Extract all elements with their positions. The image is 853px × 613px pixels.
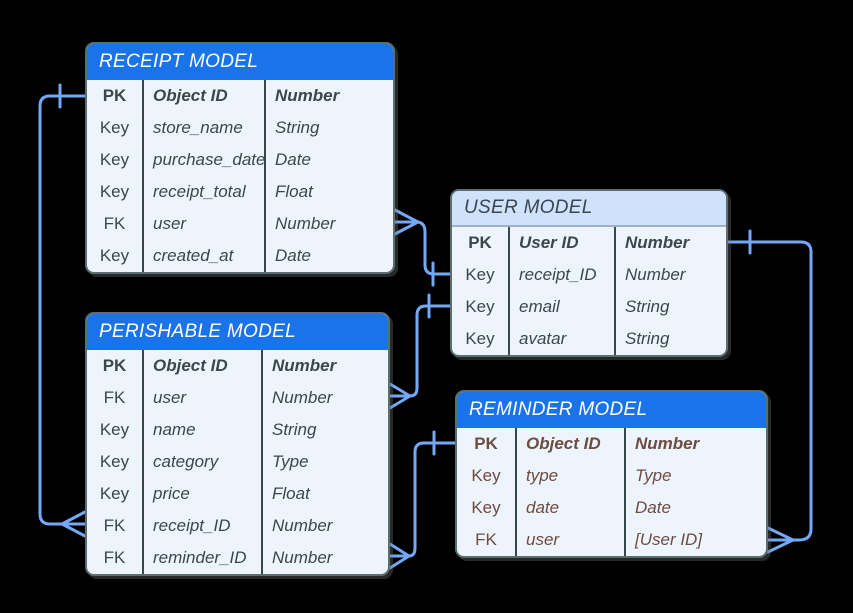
entity-user-model[interactable]: USER MODEL PK User ID Number Key receipt… xyxy=(450,189,728,357)
row-key: PK xyxy=(474,434,498,453)
row-type: Float xyxy=(272,484,310,503)
entity-rows: PK Object ID Number Key store_name Strin… xyxy=(87,80,393,272)
row-key: Key xyxy=(99,118,130,137)
row-type: Type xyxy=(272,452,309,471)
edge-line xyxy=(38,94,87,526)
row-field: email xyxy=(508,291,616,323)
row-field: purchase_date xyxy=(142,144,266,176)
row-key: PK xyxy=(468,233,492,252)
row-field: date xyxy=(515,492,626,524)
edge-line xyxy=(416,220,452,276)
row-field: user xyxy=(142,382,263,414)
row-key: Key xyxy=(465,329,495,348)
crow-foot-many-marker xyxy=(766,526,795,554)
row-key: Key xyxy=(99,484,130,503)
row-key: FK xyxy=(475,530,497,549)
row-field: type xyxy=(515,460,626,492)
row-type: Number xyxy=(272,388,333,407)
row-type: Number xyxy=(635,434,700,453)
row-key: Key xyxy=(471,498,501,517)
row-type: String xyxy=(272,420,317,439)
crow-foot-many-marker xyxy=(388,382,412,410)
row-type: Date xyxy=(275,246,311,265)
row-field: reminder_ID xyxy=(142,542,263,574)
entity-rows: PK Object ID Number Key type Type Key da… xyxy=(457,428,766,556)
row-type: Number xyxy=(625,233,690,252)
row-field: store_name xyxy=(142,112,266,144)
row-type: [User ID] xyxy=(635,530,703,549)
entity-reminder-model[interactable]: REMINDER MODEL PK Object ID Number Key t… xyxy=(455,390,768,558)
row-key: Key xyxy=(465,265,495,284)
entity-rows: PK Object ID Number FK user Number Key n… xyxy=(87,350,388,574)
row-type: Number xyxy=(625,265,686,284)
row-field: receipt_ID xyxy=(508,259,616,291)
row-key: FK xyxy=(103,548,126,567)
row-field: Object ID xyxy=(142,350,263,382)
row-type: Date xyxy=(635,498,671,517)
row-field: Object ID xyxy=(142,80,266,112)
row-type: Number xyxy=(272,548,333,567)
edge-line xyxy=(407,441,457,558)
crow-foot-many-marker xyxy=(388,542,411,570)
row-type: Date xyxy=(275,150,311,169)
row-type: String xyxy=(625,329,670,348)
row-key: FK xyxy=(103,214,126,233)
row-field: receipt_ID xyxy=(142,510,263,542)
row-field: avatar xyxy=(508,323,616,355)
row-key: FK xyxy=(103,388,126,407)
row-type: Number xyxy=(275,86,340,105)
row-key: FK xyxy=(103,516,126,535)
row-field: user xyxy=(142,208,266,240)
row-key: Key xyxy=(465,297,495,316)
row-key: Key xyxy=(99,246,130,265)
row-key: Key xyxy=(471,466,501,485)
edge-userid-to-reminder-user[interactable] xyxy=(726,229,813,554)
edge-reminder-objectid-to-perishable-reminderid[interactable] xyxy=(388,430,457,570)
row-field: Object ID xyxy=(515,428,626,460)
row-type: Number xyxy=(275,214,336,233)
edge-user-email-to-perishable-user[interactable] xyxy=(388,293,452,410)
edge-receipt-objectid-to-perishable-receiptid[interactable] xyxy=(38,83,87,538)
row-type: Type xyxy=(635,466,672,485)
entity-rows: PK User ID Number Key receipt_ID Number … xyxy=(452,227,726,355)
row-type: String xyxy=(625,297,670,316)
row-type: Number xyxy=(272,356,337,375)
row-type: Number xyxy=(272,516,333,535)
row-field: name xyxy=(142,414,263,446)
entity-perishable-model[interactable]: PERISHABLE MODEL PK Object ID Number FK … xyxy=(85,312,390,576)
row-key: Key xyxy=(99,182,130,201)
row-key: PK xyxy=(102,356,127,375)
entity-title: PERISHABLE MODEL xyxy=(87,314,388,350)
row-key: Key xyxy=(99,452,130,471)
row-key: PK xyxy=(102,86,127,105)
row-field: created_at xyxy=(142,240,266,272)
row-field: price xyxy=(142,478,263,510)
edge-line xyxy=(726,240,813,542)
row-key: Key xyxy=(99,420,130,439)
row-field: User ID xyxy=(508,227,616,259)
crow-foot-many-marker xyxy=(60,510,87,538)
row-type: String xyxy=(275,118,320,137)
crow-foot-many-marker xyxy=(393,208,420,236)
entity-title: USER MODEL xyxy=(452,191,726,227)
row-field: receipt_total xyxy=(142,176,266,208)
entity-receipt-model[interactable]: RECEIPT MODEL PK Object ID Number Key st… xyxy=(85,42,395,274)
entity-title: RECEIPT MODEL xyxy=(87,44,393,80)
row-type: Float xyxy=(275,182,313,201)
entity-title: REMINDER MODEL xyxy=(457,392,766,428)
row-field: category xyxy=(142,446,263,478)
edge-receipt-user-to-user-receiptid[interactable] xyxy=(393,208,452,287)
row-key: Key xyxy=(99,150,130,169)
edge-line xyxy=(408,304,452,398)
row-field: user xyxy=(515,524,626,556)
